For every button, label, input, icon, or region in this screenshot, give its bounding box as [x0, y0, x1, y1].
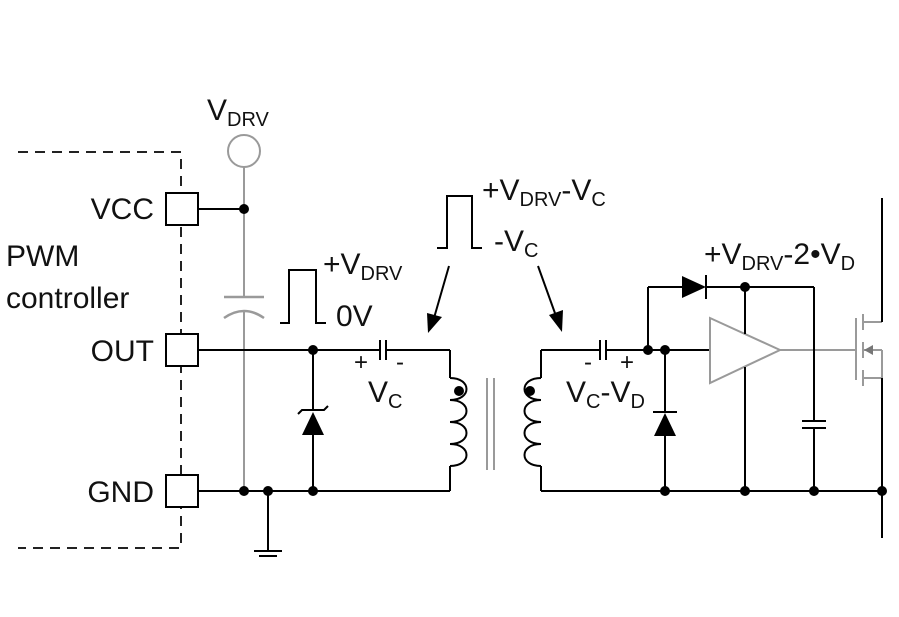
controller-title-line2: controller	[6, 282, 129, 315]
transformer-pulse-waveform	[437, 195, 482, 249]
transformer-pulse-high-label: +VDRV-VC	[482, 174, 606, 211]
secondary-polarity-dot	[525, 386, 535, 396]
controller-title-line1: PWM	[6, 240, 79, 273]
power-mosfet	[855, 198, 883, 538]
supply-terminal	[227, 134, 261, 168]
primary-cap-voltage: VC	[368, 376, 402, 413]
pin-vcc	[165, 192, 199, 226]
pin-out	[165, 333, 199, 367]
bootstrap-diode	[682, 276, 706, 298]
secondary-cap-minus: -	[584, 349, 592, 376]
pin-gnd	[165, 474, 199, 508]
gate-level-label: +VDRV-2•VD	[704, 238, 855, 275]
transformer-primary-winding	[449, 377, 468, 467]
primary-polarity-dot	[454, 386, 464, 396]
input-pulse-low-label: 0V	[336, 300, 373, 333]
primary-cap-minus: -	[396, 349, 404, 376]
pin-label-vcc: VCC	[91, 193, 154, 226]
input-pulse-high-label: +VDRV	[323, 248, 403, 285]
arrow-to-secondary	[549, 310, 563, 332]
input-pulse-waveform	[280, 269, 326, 324]
pin-label-gnd: GND	[87, 476, 154, 509]
clamp-diode	[654, 413, 676, 436]
zener-diode	[302, 412, 324, 435]
arrow-to-primary	[427, 313, 442, 333]
supply-label: VDRV	[207, 94, 270, 131]
primary-cap-plus: +	[354, 349, 368, 376]
secondary-cap-voltage: VC-VD	[566, 376, 645, 413]
transformer-pulse-low-label: -VC	[494, 225, 538, 262]
secondary-cap-plus: +	[620, 349, 634, 376]
pin-label-out: OUT	[91, 335, 154, 368]
